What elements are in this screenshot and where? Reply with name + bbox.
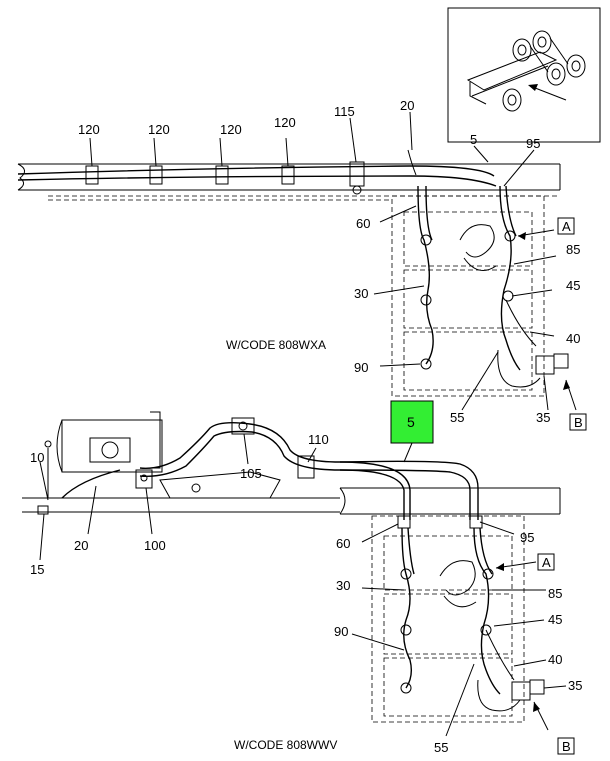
callout-85: 85	[566, 242, 580, 257]
callout-95-lower: 95	[520, 530, 534, 545]
callout-120-b: 120	[148, 122, 170, 137]
upper-view: 120 120 120 120 115 20 5 95 60 85 30 45 …	[17, 98, 587, 431]
callout-120-c: 120	[220, 122, 242, 137]
callout-85-lower: 85	[548, 586, 562, 601]
callout-30: 30	[354, 286, 368, 301]
locator-view	[447, 7, 601, 143]
callout-105: 105	[240, 466, 262, 481]
callout-90-lower: 90	[334, 624, 348, 639]
starter-motor	[44, 411, 163, 498]
reference-box-b-lower: B	[557, 737, 575, 755]
callout-115: 115	[334, 104, 355, 119]
svg-text:B: B	[574, 415, 583, 430]
callout-40: 40	[566, 331, 580, 346]
callout-40-lower: 40	[548, 652, 562, 667]
callout-95: 95	[526, 136, 540, 151]
callout-35-lower: 35	[568, 678, 582, 693]
callout-10: 10	[30, 450, 44, 465]
callout-90: 90	[354, 360, 368, 375]
upper-view-caption: W/CODE 808WXA	[226, 338, 326, 352]
callout-45: 45	[566, 278, 580, 293]
callout-20: 20	[400, 98, 414, 113]
callout-30-lower: 30	[336, 578, 350, 593]
reference-box-b-upper: B	[569, 413, 587, 431]
locator-frame	[447, 7, 601, 143]
callout-120-a: 120	[78, 122, 100, 137]
lower-view-caption: W/CODE 808WWV	[234, 738, 337, 752]
callout-110: 110	[308, 432, 329, 447]
callout-5: 5	[470, 132, 477, 147]
reference-box-a-lower: A	[537, 553, 555, 571]
lower-view: 110 105 10 20 100 15 95 60 30 85 45 90 4…	[22, 411, 582, 755]
locator-arrow-icon	[528, 84, 538, 91]
callout-120-d: 120	[274, 115, 296, 130]
callout-45-lower: 45	[548, 612, 562, 627]
svg-text:B: B	[562, 739, 571, 754]
callout-100: 100	[144, 538, 166, 553]
svg-text:5: 5	[407, 414, 415, 430]
highlighted-callout-5: 5	[390, 400, 434, 463]
truck-chassis-locator-icon	[466, 30, 586, 112]
battery-box-upper	[391, 195, 545, 397]
callout-55-lower: 55	[434, 740, 448, 755]
callout-60: 60	[356, 216, 370, 231]
reference-box-a-upper: A	[557, 217, 575, 235]
battery-box-lower	[371, 515, 525, 723]
callout-35: 35	[536, 410, 550, 425]
svg-text:A: A	[542, 555, 551, 570]
callout-15: 15	[30, 562, 44, 577]
svg-text:A: A	[562, 219, 571, 234]
callout-55: 55	[450, 410, 464, 425]
callout-20-lower: 20	[74, 538, 88, 553]
callout-60-lower: 60	[336, 536, 350, 551]
